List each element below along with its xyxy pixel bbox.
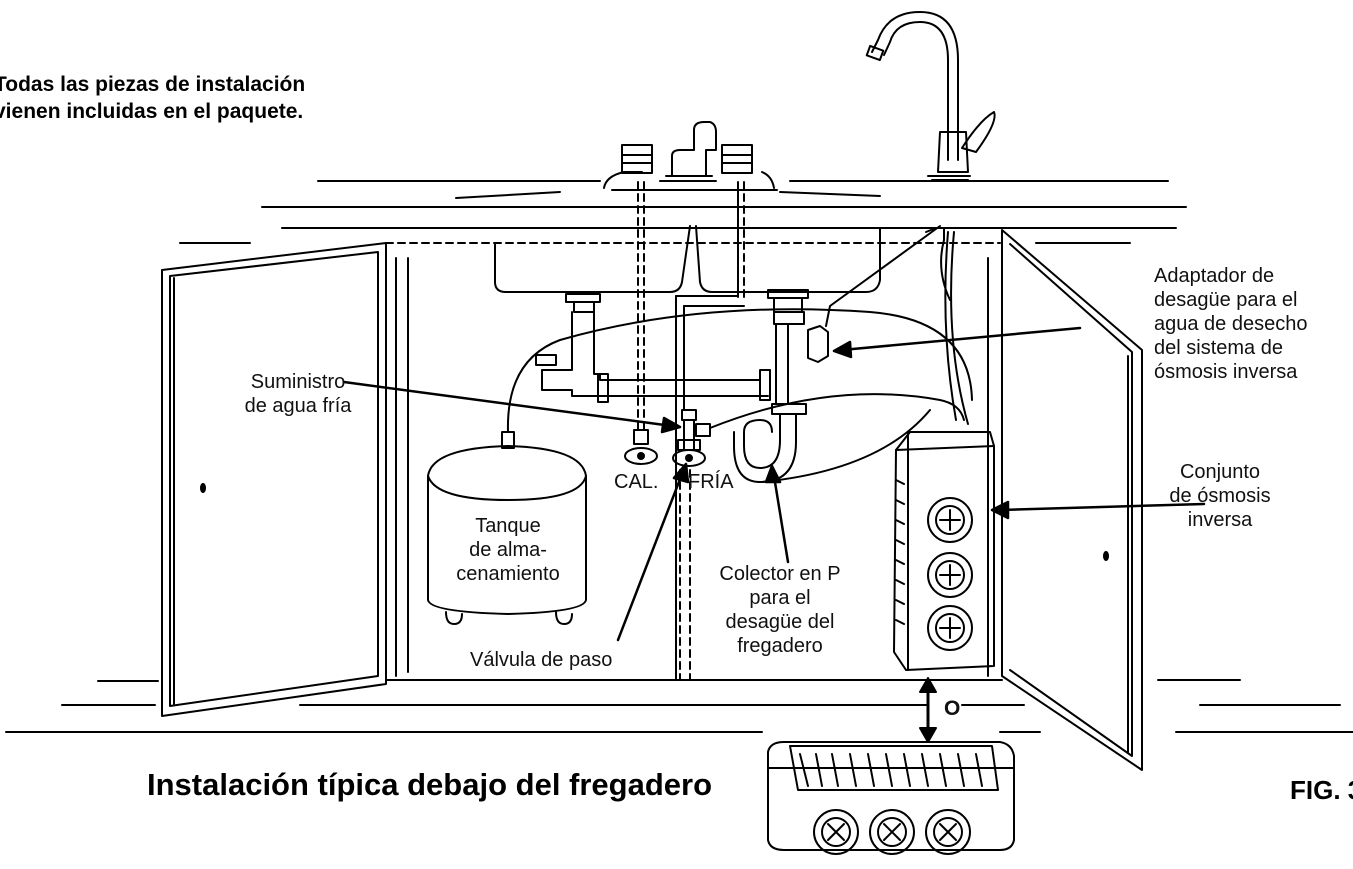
shutoff-valves (624, 409, 711, 467)
label-cold-supply: Suministro de agua fría (244, 371, 352, 417)
or-double-arrow (919, 677, 937, 743)
installation-note: Todas las piezas de instalación vienen i… (0, 73, 306, 123)
ro-cap-1 (927, 497, 973, 543)
label-drain-adapter: Adaptador de desagüe para el agua de des… (1154, 265, 1308, 383)
ro-faucet (865, 11, 996, 181)
ro-assembly-vertical (893, 431, 995, 671)
storage-tank (427, 431, 587, 625)
left-drain (535, 293, 771, 403)
label-or: O (944, 697, 961, 720)
label-p-trap: Colector en P para el desagüe del fregad… (719, 563, 841, 657)
right-drain-p-trap (733, 289, 829, 483)
figure-label: FIG. 3 (1290, 775, 1353, 805)
countertop (179, 180, 1187, 244)
right-cabinet-door (1001, 229, 1143, 771)
ro-tubing (506, 225, 973, 483)
sink-faucet (621, 121, 753, 182)
ro-h-cap-2 (869, 809, 915, 855)
leader-arrows (342, 326, 1206, 642)
label-storage-tank: Tanque de alma- cenamiento (456, 515, 560, 585)
label-ro-assembly: Conjunto de ósmosis inversa (1169, 461, 1271, 531)
diagram-title: Instalación típica debajo del fregadero (147, 767, 713, 802)
label-shutoff-valve: Válvula de paso (470, 649, 613, 671)
label-hot: CAL. (614, 471, 659, 493)
ro-cap-3 (927, 605, 973, 651)
sink-bowls (494, 171, 881, 293)
cabinet-floor (5, 257, 1353, 733)
left-cabinet-door (161, 242, 387, 717)
label-cold: FRÍA (688, 471, 734, 493)
ro-cap-2 (927, 552, 973, 598)
ro-assembly-horizontal (767, 741, 1015, 855)
ro-h-cap-1 (813, 809, 859, 855)
ro-h-cap-3 (925, 809, 971, 855)
